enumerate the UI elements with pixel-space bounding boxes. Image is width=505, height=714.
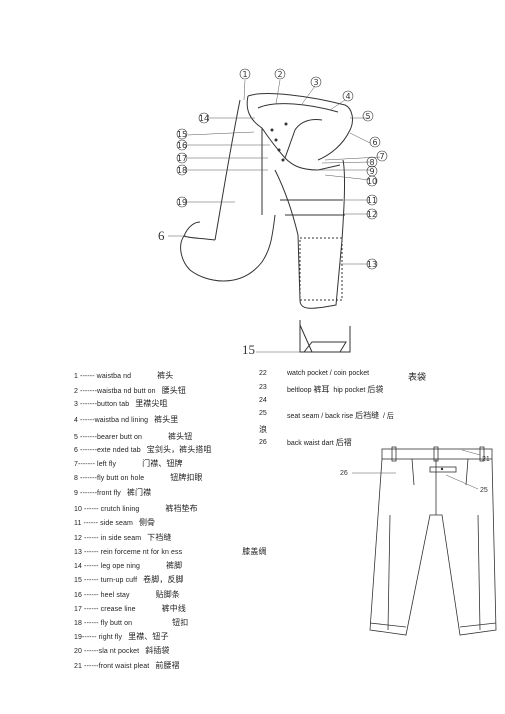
callout-8: 8 bbox=[366, 156, 378, 168]
svg-text:10: 10 bbox=[367, 177, 377, 186]
callout-1: 1 bbox=[239, 68, 251, 80]
callout-13: 13 bbox=[366, 258, 378, 270]
svg-text:13: 13 bbox=[367, 260, 377, 269]
callout-19: 19 bbox=[176, 196, 188, 208]
callout-11: 11 bbox=[366, 194, 378, 206]
label-26: 26 bbox=[340, 470, 348, 477]
label-fifteen: 15 bbox=[242, 342, 255, 357]
trouser-detail-diagram: 1 2 3 4 5 6 7 8 9 10 11 12 13 14 15 16 1… bbox=[158, 68, 388, 357]
svg-text:4: 4 bbox=[345, 92, 350, 101]
legend-pocket-cn: 表袋 bbox=[408, 373, 427, 383]
svg-text:14: 14 bbox=[199, 114, 209, 123]
callout-15: 15 bbox=[176, 128, 188, 140]
legend-watch-pocket: watch pocket / coin pocket bbox=[287, 370, 370, 377]
svg-text:15: 15 bbox=[177, 130, 187, 139]
svg-text:1: 1 bbox=[242, 70, 247, 79]
svg-text:8: 8 bbox=[369, 158, 374, 167]
callout-9: 9 bbox=[366, 165, 378, 177]
trouser-detail-drawing: 1 2 3 4 5 6 7 8 9 10 11 12 13 14 15 16 1… bbox=[158, 68, 388, 357]
callout-6: 6 bbox=[369, 136, 381, 148]
legend-num-26: 26 bbox=[259, 439, 267, 446]
callout-12: 12 bbox=[366, 208, 378, 220]
svg-text:17: 17 bbox=[177, 154, 187, 163]
svg-text:6: 6 bbox=[372, 138, 377, 147]
callout-7: 7 bbox=[376, 150, 388, 162]
label-six: 6 bbox=[158, 228, 165, 243]
trouser-back-drawing: 21 25 26 bbox=[340, 446, 497, 636]
svg-text:2: 2 bbox=[277, 70, 282, 79]
callout-5: 5 bbox=[362, 110, 374, 122]
callout-2: 2 bbox=[274, 68, 286, 80]
callout-17: 17 bbox=[176, 152, 188, 164]
svg-text:11: 11 bbox=[367, 196, 377, 205]
callout-4: 4 bbox=[342, 90, 354, 102]
callout-circles: 1 2 3 4 5 6 7 8 9 10 11 12 13 14 15 16 1… bbox=[176, 68, 388, 270]
label-21: 21 bbox=[482, 456, 490, 463]
callout-14: 14 bbox=[198, 112, 210, 124]
callout-10: 10 bbox=[366, 175, 378, 187]
legend-num-22: 22 bbox=[259, 370, 267, 377]
callout-3: 3 bbox=[310, 76, 322, 88]
legend-num-25: 25 bbox=[259, 410, 267, 417]
svg-text:12: 12 bbox=[367, 210, 377, 219]
svg-text:18: 18 bbox=[177, 166, 187, 175]
svg-text:3: 3 bbox=[313, 78, 318, 87]
svg-text:7: 7 bbox=[379, 152, 384, 161]
svg-text:5: 5 bbox=[365, 112, 370, 121]
legend-num-24: 24 bbox=[259, 397, 267, 404]
svg-text:9: 9 bbox=[369, 167, 374, 176]
callout-18: 18 bbox=[176, 164, 188, 176]
legend-char-lang: 浪 bbox=[259, 425, 267, 434]
svg-text:16: 16 bbox=[177, 141, 187, 150]
callout-16: 16 bbox=[176, 139, 188, 151]
legend-num-23: 23 bbox=[259, 384, 267, 391]
label-25: 25 bbox=[480, 487, 488, 494]
svg-text:19: 19 bbox=[177, 198, 187, 207]
